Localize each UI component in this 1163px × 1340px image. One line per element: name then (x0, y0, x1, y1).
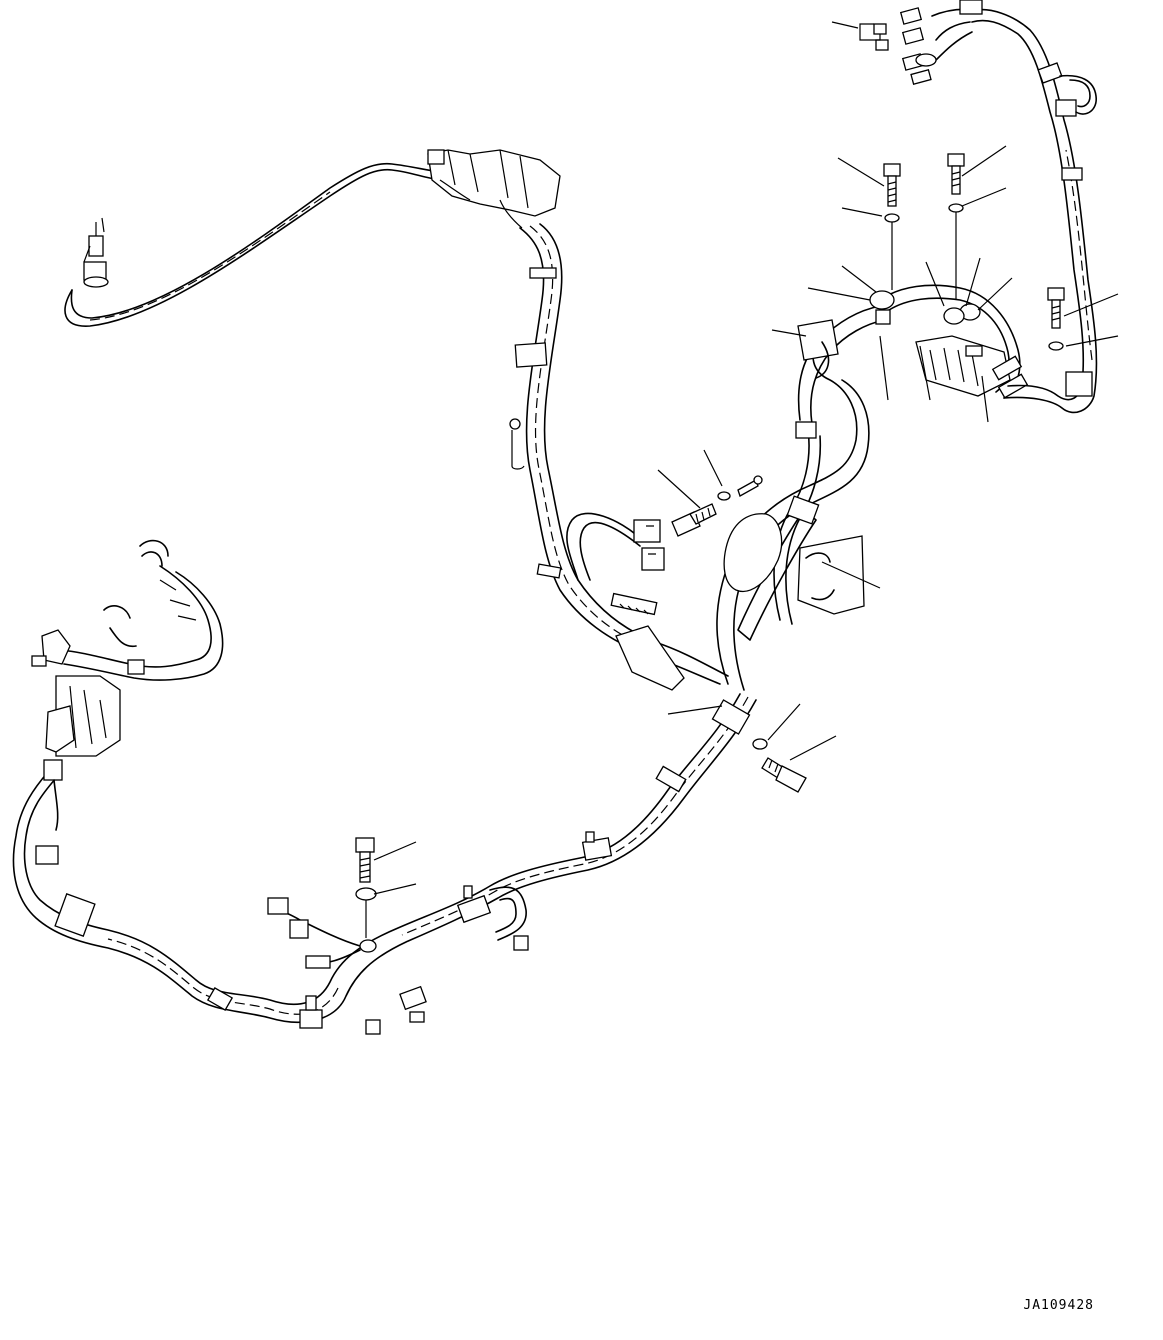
left-upper-connector (83, 217, 109, 288)
bolt-washer-2 (947, 153, 965, 300)
lower-long-harness (12, 693, 757, 1035)
reference-code: JA109428 (1023, 1298, 1094, 1313)
right-terminal-block (869, 284, 1029, 399)
callout-leaders (373, 21, 1119, 895)
lower-connectors (267, 897, 377, 969)
left-upper-harness (64, 162, 441, 327)
right-central-assembly (716, 305, 885, 691)
bolt-washer-4 (671, 475, 763, 537)
top-right-connectors (859, 0, 983, 85)
mid-branch (566, 512, 665, 581)
bolt-washer-5 (752, 738, 807, 793)
relay-box (610, 592, 685, 691)
right-upper-harness (971, 8, 1098, 414)
bolt-washer-3 (1047, 287, 1065, 351)
main-trunk (509, 223, 729, 685)
bolt-washer-6 (355, 837, 377, 938)
bolt-washer-1 (883, 163, 901, 290)
lower-branch (489, 886, 529, 951)
left-component-group (31, 539, 224, 831)
top-connector-block (427, 149, 561, 229)
